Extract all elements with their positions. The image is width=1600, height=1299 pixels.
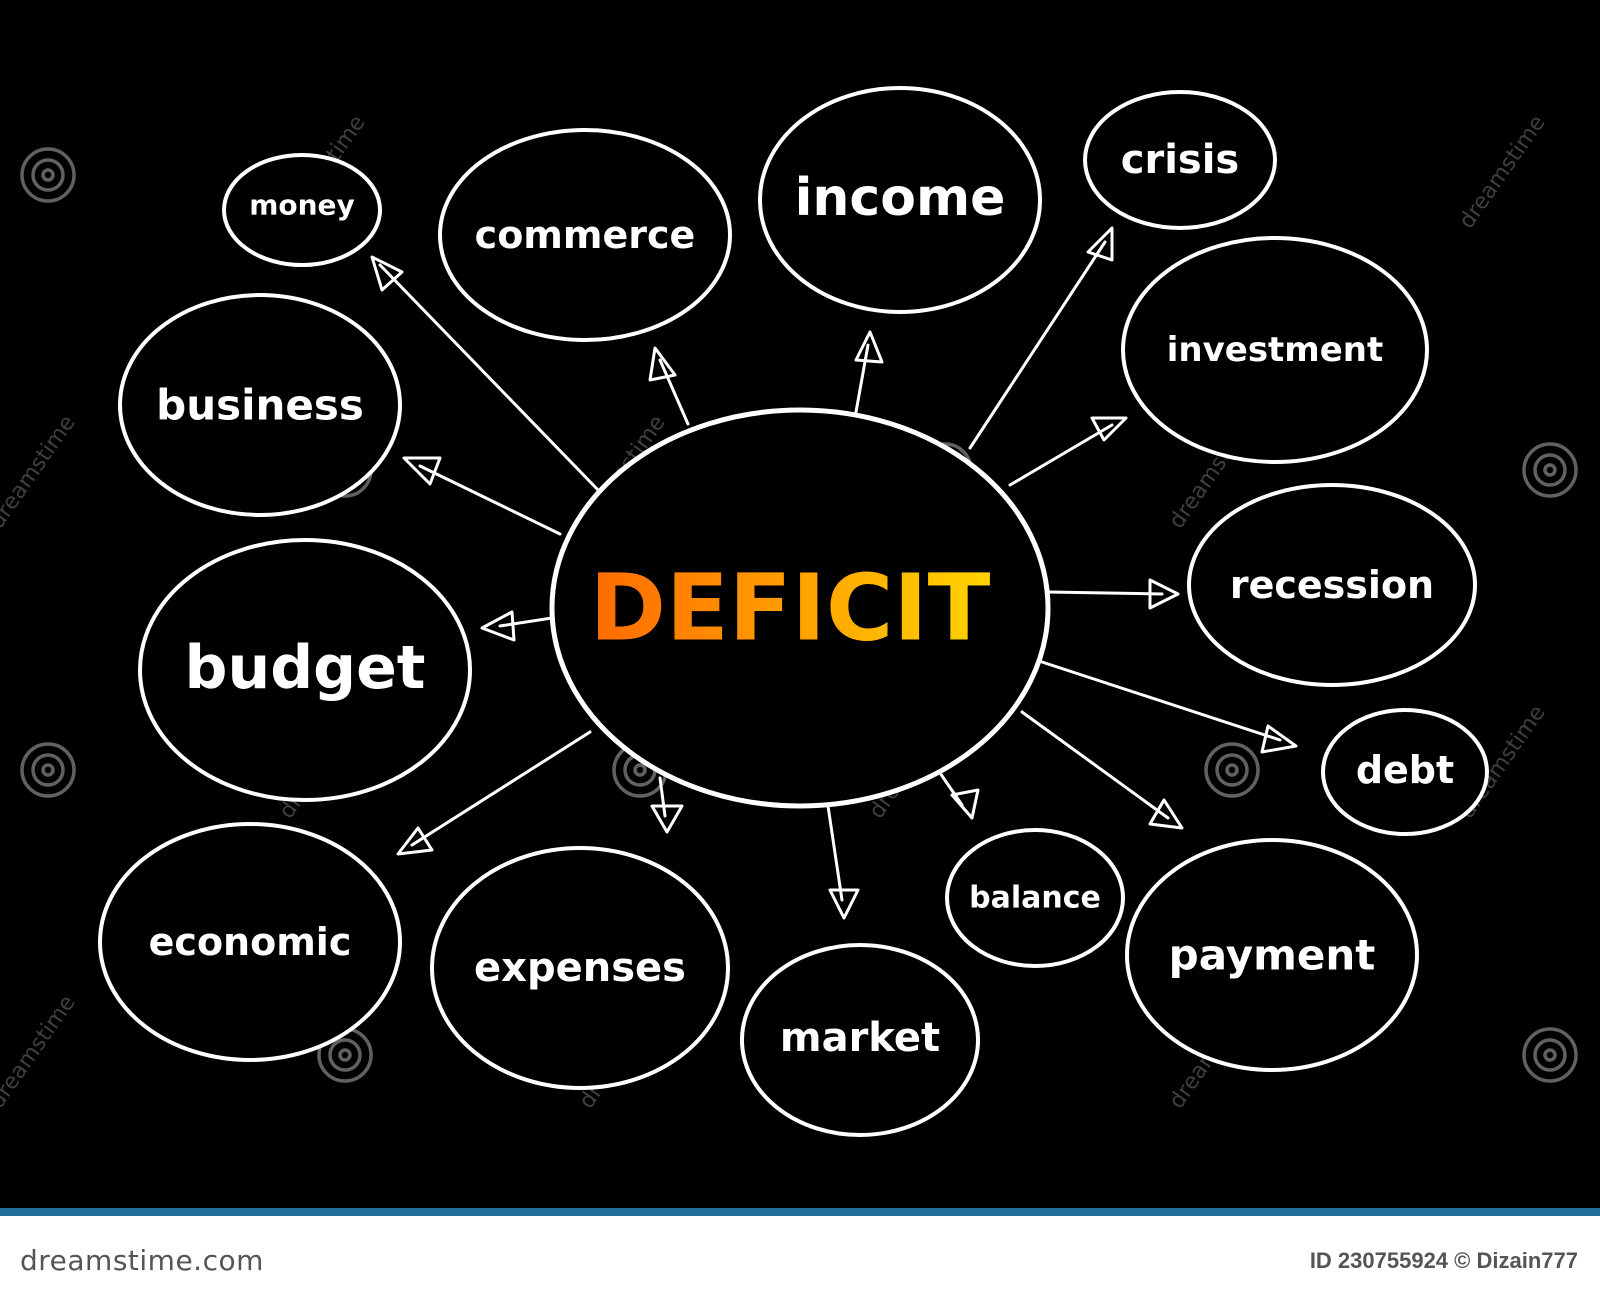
node-commerce: commerce (438, 128, 732, 342)
node-label-investment: investment (1167, 330, 1384, 370)
node-label-income: income (795, 168, 1006, 228)
node-economic: economic (98, 822, 402, 1062)
connector-money (378, 263, 602, 494)
footer-credit: ID 230755924 © Dizain777 (1310, 1248, 1578, 1274)
connector-payment (1020, 710, 1170, 820)
node-label-balance: balance (969, 881, 1101, 916)
watermark-swirl-icon (1204, 742, 1260, 798)
node-center-deficit: DEFICIT (549, 407, 1051, 809)
node-label-debt: debt (1356, 748, 1454, 792)
arrowhead-budget (480, 610, 516, 642)
connector-balance (936, 768, 964, 807)
node-expenses: expenses (430, 846, 730, 1090)
connector-layer (370, 226, 1298, 920)
arrowhead-money (370, 255, 404, 292)
node-budget: budget (138, 538, 472, 802)
footer-bar: dreamstime.com ID 230755924 © Dizain777 (0, 1208, 1600, 1299)
node-money: money (222, 153, 382, 267)
arrowhead-income (854, 330, 884, 364)
node-business: business (118, 293, 402, 517)
connector-investment (1008, 423, 1114, 487)
connector-market (826, 804, 844, 902)
connector-budget (498, 616, 554, 628)
arrowhead-economic (396, 826, 434, 856)
node-balance: balance (945, 828, 1125, 968)
node-label-payment: payment (1169, 931, 1376, 980)
node-label-commerce: commerce (475, 213, 696, 257)
arrowhead-balance (950, 788, 980, 820)
footer-accent-bar (0, 1208, 1600, 1216)
watermark-swirl-icon (20, 147, 76, 203)
node-recession: recession (1187, 483, 1477, 687)
arrowhead-crisis (1086, 226, 1114, 262)
footer-image-id: ID 230755924 (1309, 1248, 1449, 1273)
connector-crisis (968, 240, 1107, 450)
node-crisis: crisis (1083, 90, 1277, 230)
center-title: DEFICIT (590, 555, 991, 662)
mind-map-diagram: dreamstime dreamstime dreamstime dreamst… (0, 86, 1578, 1137)
arrowhead-debt (1260, 724, 1298, 754)
node-label-budget: budget (185, 633, 426, 703)
arrowhead-business (402, 456, 442, 486)
node-income: income (758, 86, 1042, 314)
node-label-economic: economic (149, 920, 352, 964)
arrowhead-market (828, 888, 860, 920)
arrowhead-investment (1090, 416, 1128, 442)
watermark-swirl-icon (1522, 442, 1578, 498)
watermark-text: dreamstime (0, 991, 81, 1114)
node-market: market (740, 943, 980, 1137)
connector-recession (1046, 590, 1164, 596)
mind-map-canvas: dreamstime dreamstime dreamstime dreamst… (0, 86, 1578, 1137)
node-label-crisis: crisis (1121, 137, 1239, 183)
connector-commerce (658, 358, 690, 426)
node-debt: debt (1321, 708, 1489, 836)
connector-business (418, 464, 562, 536)
node-payment: payment (1125, 838, 1419, 1072)
watermark-text: dreamstime (0, 411, 81, 534)
watermark-text: dreamstime (1454, 111, 1550, 234)
footer-site-name: dreamstime.com (20, 1244, 264, 1277)
connector-expenses (658, 776, 667, 818)
connector-economic (410, 730, 592, 847)
arrowhead-recession (1148, 578, 1180, 610)
node-label-business: business (156, 381, 364, 430)
watermark-swirl-icon (20, 742, 76, 798)
node-investment: investment (1121, 236, 1429, 464)
arrowhead-expenses (650, 804, 684, 834)
node-label-recession: recession (1230, 563, 1434, 607)
connector-income (854, 343, 870, 414)
node-label-expenses: expenses (474, 945, 686, 991)
node-label-money: money (249, 189, 355, 222)
node-label-market: market (780, 1015, 940, 1061)
watermark-swirl-icon (1522, 1027, 1578, 1083)
footer-author: © Dizain777 (1454, 1248, 1578, 1273)
connector-debt (1040, 660, 1282, 742)
arrowhead-payment (1148, 798, 1184, 830)
arrowhead-commerce (648, 346, 677, 382)
node-layer: money commerce income crisis business in… (98, 86, 1489, 1137)
